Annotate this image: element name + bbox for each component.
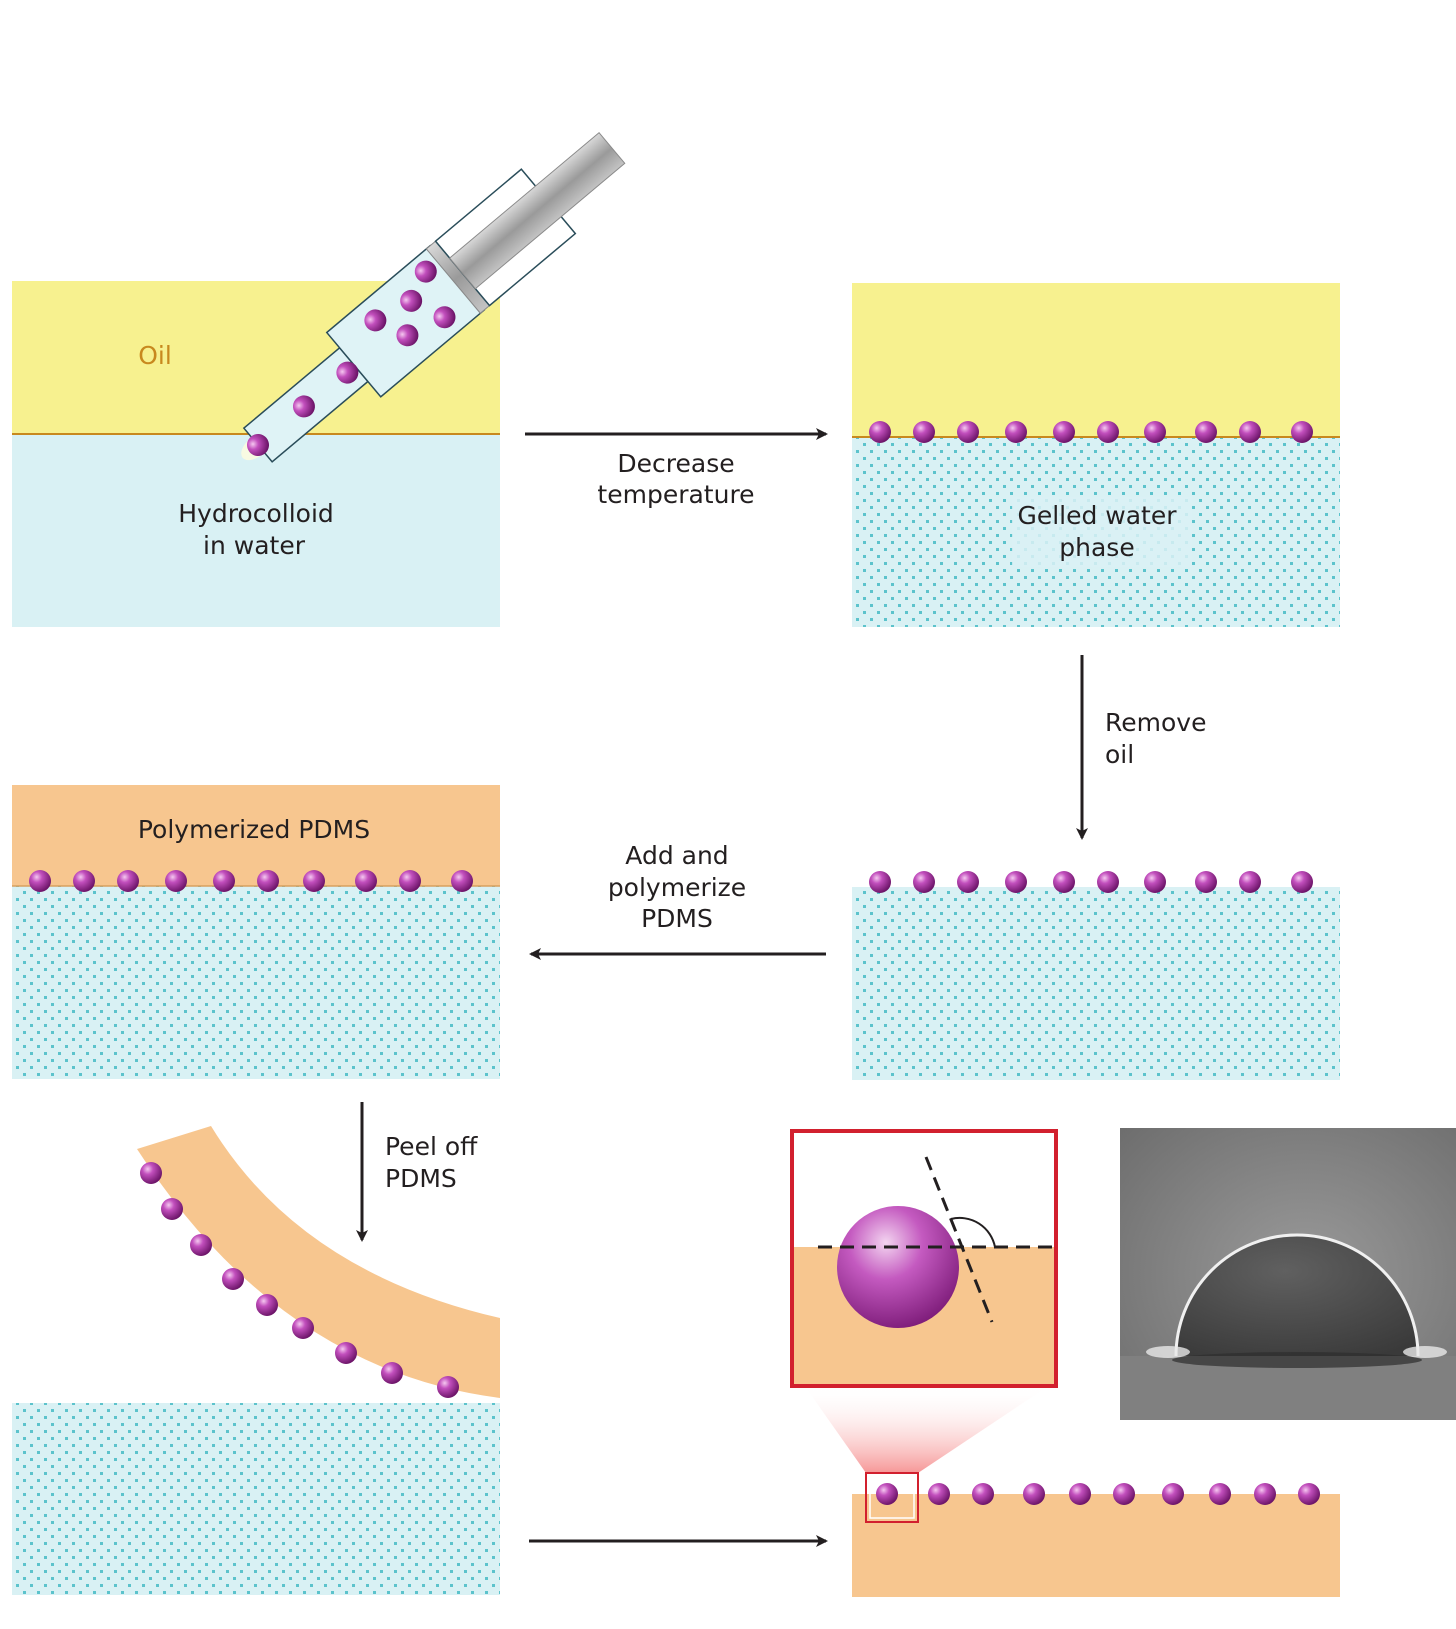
gelled-water-label: Gelled water [1017,501,1177,530]
gel-dots [852,887,1340,1080]
zoom-source-box [865,1472,919,1523]
inset-frame [790,1129,1058,1388]
sem-base-shadow [1172,1352,1422,1368]
arrow-peel-off: Peel off PDMS [356,1102,478,1242]
peel-off-label: Peel off [385,1132,478,1161]
oil-label: Oil [138,341,172,370]
remove-oil-label: Remove [1105,708,1206,737]
sem-base-glow-right [1403,1346,1447,1358]
gelled-water-label-2: phase [1059,533,1134,562]
particle-row [869,421,1313,443]
syringe-plunger-rod [448,132,626,290]
particle-row [29,870,473,892]
polymerized-pdms-label: Polymerized PDMS [138,815,370,844]
particle [400,289,423,312]
final-pdms-layer [852,1494,1340,1597]
embedded-particle [837,1206,959,1328]
particle [414,260,437,283]
particle [247,434,269,456]
sem-base-glow-left [1146,1346,1190,1358]
pdms-layer [12,785,500,886]
particle [292,395,315,418]
decrease-temperature-label: Decrease [617,449,734,478]
panel-1-injection: Oil Hydrocolloid in water [12,132,626,627]
particle-row [876,1483,1320,1505]
water-layer [12,434,500,627]
panel-4-polymerized: Polymerized PDMS [12,785,500,1079]
hydrocolloid-label: Hydrocolloid [178,499,334,528]
remove-oil-label-2: oil [1105,740,1134,769]
add-polymerize-label-2: polymerize [608,873,746,902]
tangent-line [924,1156,994,1323]
particle [336,361,359,384]
gel-dots [12,886,500,1079]
oil-layer [852,283,1340,438]
panel-6-final [804,1385,1340,1597]
arrow-decrease-temperature: Decrease temperature [525,428,828,509]
syringe [241,132,626,463]
hydrocolloid-label-2: in water [203,531,306,560]
zoom-beam [804,1385,1050,1473]
sem-particle-dome [1176,1235,1418,1356]
peeled-pdms-sheet [137,1126,500,1398]
gel-dots [12,1403,500,1595]
contact-angle-inset [790,1129,1058,1388]
arrow-remove-oil: Remove oil [1076,655,1206,840]
zoom-source-box-inner [869,1476,915,1519]
sem-micrograph [1120,1128,1456,1420]
particle [433,306,456,329]
particle-row [869,871,1313,893]
arrow-add-polymerize: Add and polymerize PDMS [529,841,826,960]
add-polymerize-label-3: PDMS [641,904,713,933]
sem-dome-edge-highlight [1174,1233,1420,1357]
panel-2-gelled: Gelled water phase [852,283,1340,627]
panel-3-oil-removed [852,871,1340,1080]
particle [364,309,387,332]
add-polymerize-label: Add and [625,841,728,870]
particle [396,324,419,347]
contact-angle-arc [950,1216,996,1248]
particle-arc [140,1162,459,1398]
decrease-temperature-label-2: temperature [597,480,754,509]
peel-off-label-2: PDMS [385,1164,457,1193]
gelled-label-bg [1012,497,1192,567]
panel-5-peel [12,1126,500,1595]
